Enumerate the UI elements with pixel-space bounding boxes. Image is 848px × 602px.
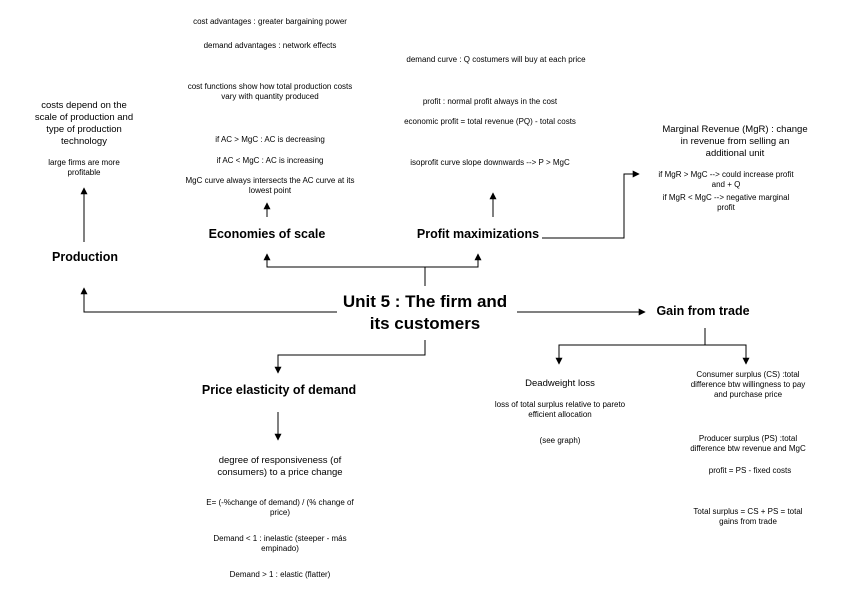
consumer-surplus-line-1: Consumer surplus (CS) :total xyxy=(696,370,800,379)
connector-profit xyxy=(425,253,482,268)
production-note-1-line-1: costs depend on the xyxy=(41,100,127,111)
elasticity-formula-line-2: price) xyxy=(269,508,290,517)
gain-from-trade-title: Gain from trade xyxy=(656,304,750,318)
eos-mgc-curve: MgC curve always intersects the AC curve… xyxy=(150,176,390,196)
connector-economies xyxy=(263,253,425,268)
production-note-2-line-1: large firms are more xyxy=(48,158,120,167)
elasticity-definition: degree of responsiveness (of consumers) … xyxy=(190,455,370,479)
consumer-surplus-line-2: difference btw willingness to pay xyxy=(690,380,806,389)
central-topic-line-2: its customers xyxy=(369,314,481,334)
production-note-1-line-2: scale of production and xyxy=(34,111,134,123)
eos-cost-advantages: cost advantages : greater bargaining pow… xyxy=(193,17,347,26)
elasticity-definition-line-2: consumers) to a price change xyxy=(217,466,343,478)
deadweight-loss-text-line-2: efficient allocation xyxy=(528,410,592,419)
eos-ac-greater: if AC > MgC : AC is decreasing xyxy=(215,135,325,144)
producer-surplus: Producer surplus (PS) :total difference … xyxy=(660,434,836,454)
eos-mgc-curve-line-1: MgC curve always intersects the AC curve… xyxy=(185,176,355,185)
connector-surplus xyxy=(705,344,750,365)
marginal-revenue-line-1: Marginal Revenue (MgR) : change xyxy=(662,124,808,135)
eos-cost-functions: cost functions show how total production… xyxy=(150,82,390,102)
marginal-revenue-rule-1: if MgR > MgC --> could increase profit a… xyxy=(636,170,816,190)
marginal-revenue-rule-1-line-2: and + Q xyxy=(711,180,741,189)
central-topic: Unit 5 : The firm and its customers xyxy=(330,291,520,335)
consumer-surplus-line-3: and purchase price xyxy=(713,390,783,399)
marginal-revenue-rule-2-line-2: profit xyxy=(717,203,735,212)
marginal-revenue-rule-2: if MgR < MgC --> negative marginal profi… xyxy=(636,193,816,213)
production-title: Production xyxy=(52,250,118,264)
connector-marginal-revenue xyxy=(542,170,640,239)
eos-mgc-curve-line-2: lowest point xyxy=(248,186,292,195)
central-topic-line-1: Unit 5 : The firm and xyxy=(342,292,508,311)
profit-isoprofit: isoprofit curve slope downwards --> P > … xyxy=(410,158,570,167)
economies-of-scale-title: Economies of scale xyxy=(208,227,326,241)
marginal-revenue-rule-1-line-1: if MgR > MgC --> could increase profit xyxy=(658,170,794,179)
elasticity-inelastic-line-1: Demand < 1 : inelastic (steeper - más xyxy=(213,534,347,543)
total-surplus-line-2: gains from trade xyxy=(719,517,777,526)
producer-surplus-line-2: difference btw revenue and MgC xyxy=(690,444,806,453)
marginal-revenue-line-3: additional unit xyxy=(705,147,765,159)
eos-demand-advantages: demand advantages : network effects xyxy=(203,41,337,50)
production-note-2-line-2: profitable xyxy=(67,168,101,177)
production-note-2: large firms are more profitable xyxy=(24,158,144,178)
connector-deadweight xyxy=(555,344,705,365)
total-surplus-line-1: Total surplus = CS + PS = total xyxy=(693,507,803,516)
elasticity-elastic: Demand > 1 : elastic (flatter) xyxy=(229,570,331,579)
deadweight-loss-see-graph: (see graph) xyxy=(539,436,581,445)
deadweight-loss-text-line-1: loss of total surplus relative to pareto xyxy=(494,400,626,409)
producer-surplus-line-1: Producer surplus (PS) :total xyxy=(698,434,798,443)
total-surplus: Total surplus = CS + PS = total gains fr… xyxy=(660,507,836,527)
deadweight-loss-text: loss of total surplus relative to pareto… xyxy=(470,400,650,420)
elasticity-formula: E= (-%change of demand) / (% change of p… xyxy=(180,498,380,518)
production-note-1-line-3: type of production xyxy=(46,123,122,135)
profit-demand-curve: demand curve : Q costumers will buy at e… xyxy=(406,55,586,64)
connector-production xyxy=(80,287,337,313)
elasticity-inelastic-line-2: empinado) xyxy=(261,544,299,553)
profit-economic-profit: economic profit = total revenue (PQ) - t… xyxy=(404,117,576,126)
connector-elasticity xyxy=(274,340,426,374)
eos-cost-functions-line-2: vary with quantity produced xyxy=(221,92,319,101)
elasticity-formula-line-1: E= (-%change of demand) / (% change of xyxy=(206,498,354,507)
eos-ac-smaller: if AC < MgC : AC is increasing xyxy=(216,156,324,165)
eos-cost-functions-line-1: cost functions show how total production… xyxy=(187,82,353,91)
elasticity-definition-line-1: degree of responsiveness (of xyxy=(218,455,342,466)
marginal-revenue-definition: Marginal Revenue (MgR) : change in reven… xyxy=(640,124,830,160)
elasticity-inelastic: Demand < 1 : inelastic (steeper - más em… xyxy=(190,534,370,554)
production-note-1-line-4: technology xyxy=(61,135,107,147)
consumer-surplus: Consumer surplus (CS) :total difference … xyxy=(660,370,836,400)
profit-normal-profit: profit : normal profit always in the cos… xyxy=(422,97,558,106)
production-note-1: costs depend on the scale of production … xyxy=(18,100,150,148)
profit-maximizations-title: Profit maximizations xyxy=(416,227,540,241)
profit-fixed-costs: profit = PS - fixed costs xyxy=(708,466,792,475)
deadweight-loss-title: Deadweight loss xyxy=(525,378,595,389)
marginal-revenue-rule-2-line-1: if MgR < MgC --> negative marginal xyxy=(662,193,790,202)
marginal-revenue-line-2: in revenue from selling an xyxy=(680,135,790,147)
price-elasticity-title: Price elasticity of demand xyxy=(201,383,357,397)
